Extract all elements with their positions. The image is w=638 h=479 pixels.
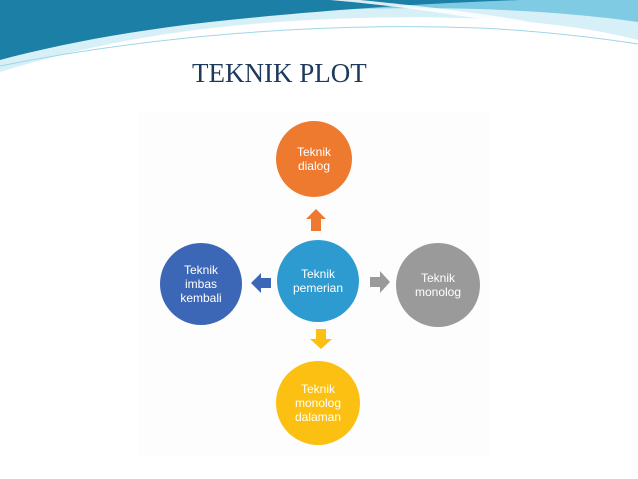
node-teknik-monolog-dalaman: Teknik monolog dalaman	[276, 361, 360, 445]
arrow-right-icon	[370, 271, 390, 293]
node-teknik-monolog-label: Teknik monolog	[414, 271, 462, 299]
node-teknik-imbas-kembali: Teknik imbas kembali	[160, 243, 242, 325]
node-teknik-dialog-label: Teknik dialog	[296, 145, 331, 173]
node-teknik-dialog: Teknik dialog	[276, 121, 352, 197]
header-wave-decoration	[0, 0, 638, 72]
node-teknik-monolog-dalaman-label: Teknik monolog dalaman	[294, 382, 342, 424]
node-teknik-monolog: Teknik monolog	[396, 243, 480, 327]
node-teknik-pemerian-label: Teknik pemerian	[292, 267, 344, 295]
arrow-up-icon	[306, 209, 326, 231]
arrow-left-icon	[251, 273, 271, 293]
slide-title: TEKNIK PLOT	[192, 58, 367, 88]
arrow-down-icon	[310, 329, 332, 349]
node-teknik-imbas-kembali-label: Teknik imbas kembali	[180, 263, 222, 305]
diagram-panel: Teknik dialog Teknik imbas kembali Tekni…	[138, 113, 490, 457]
node-teknik-pemerian: Teknik pemerian	[277, 240, 359, 322]
